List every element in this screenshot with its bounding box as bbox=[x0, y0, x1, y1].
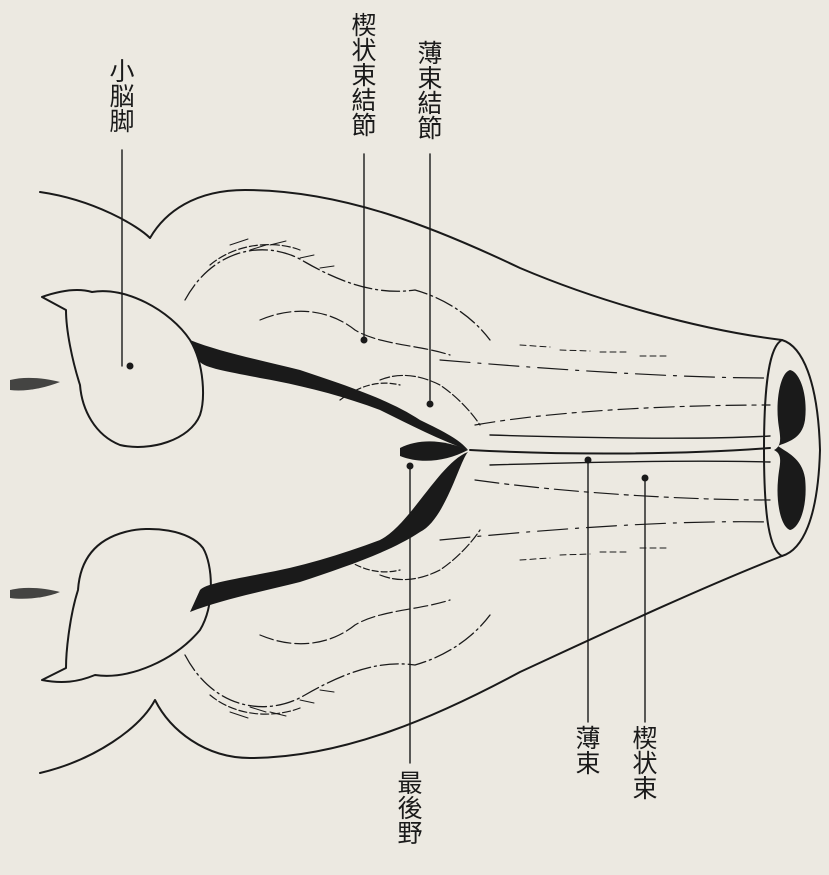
stipple-left-edge2 bbox=[10, 588, 60, 599]
lower-peduncle-cut bbox=[42, 529, 211, 682]
stipple-upper bbox=[190, 340, 468, 450]
section-grey-matter bbox=[774, 370, 806, 530]
outline-left-half bbox=[40, 190, 782, 340]
stipple-left-edge bbox=[10, 378, 60, 391]
label-cerebellar-peduncle: 小脳脚 bbox=[108, 58, 133, 133]
label-cuneate-tubercle: 楔状束結節 bbox=[350, 12, 375, 137]
label-gracile-tubercle: 薄束結節 bbox=[416, 40, 441, 140]
stipple-lower bbox=[190, 452, 468, 612]
label-fasciculus-gracilis: 薄束 bbox=[574, 725, 599, 775]
label-fasciculus-cuneatus: 楔状束 bbox=[631, 725, 656, 800]
label-area-postrema: 最後野 bbox=[396, 770, 421, 845]
